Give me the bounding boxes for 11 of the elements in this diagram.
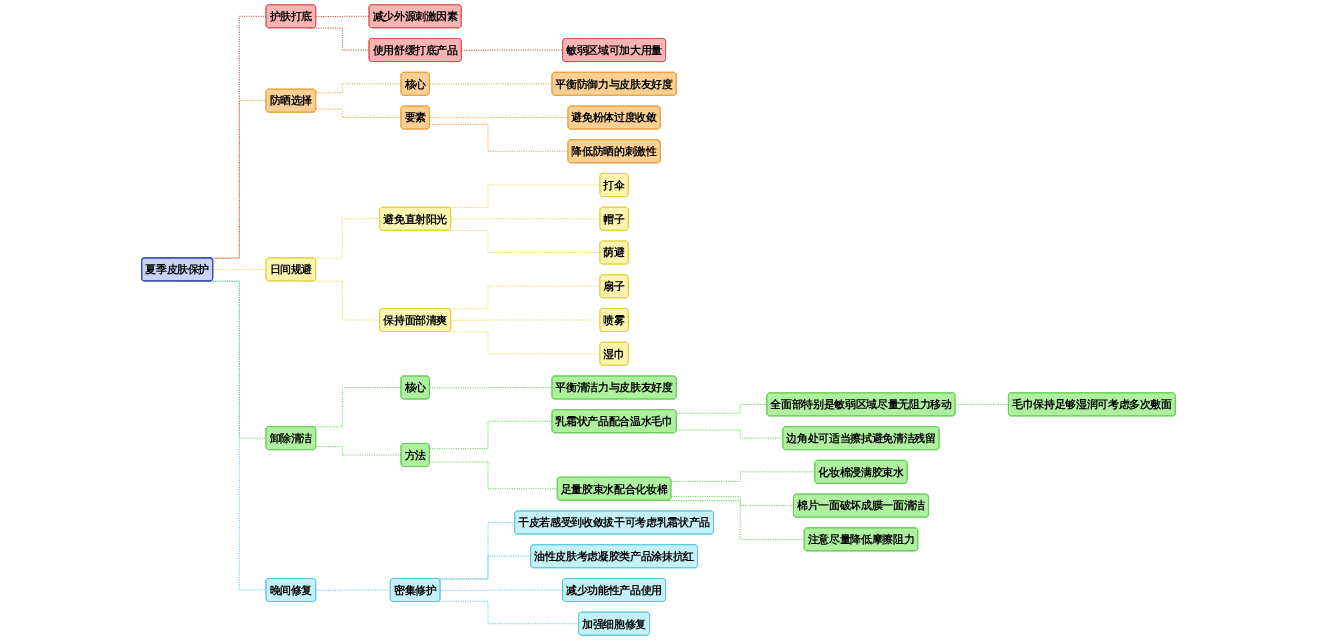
connector bbox=[315, 83, 402, 94]
connector bbox=[429, 461, 558, 490]
connector bbox=[439, 589, 564, 591]
connector bbox=[438, 555, 532, 580]
connector bbox=[438, 600, 580, 625]
connector bbox=[429, 420, 553, 450]
connector bbox=[676, 429, 784, 439]
connector bbox=[676, 403, 768, 414]
connector bbox=[429, 117, 569, 119]
connector bbox=[461, 49, 564, 51]
connector bbox=[670, 496, 795, 507]
